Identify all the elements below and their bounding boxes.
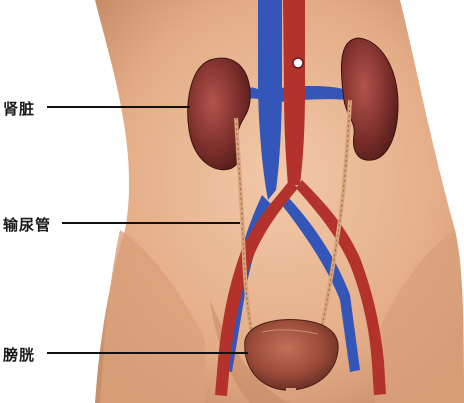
bladder-label: 膀胱	[3, 344, 35, 365]
ureter-label: 输尿管	[3, 214, 51, 235]
urethra	[286, 388, 296, 400]
aorta	[283, 0, 305, 185]
kidney-label: 肾脏	[3, 98, 35, 119]
aorta-branch-dot	[293, 58, 303, 68]
